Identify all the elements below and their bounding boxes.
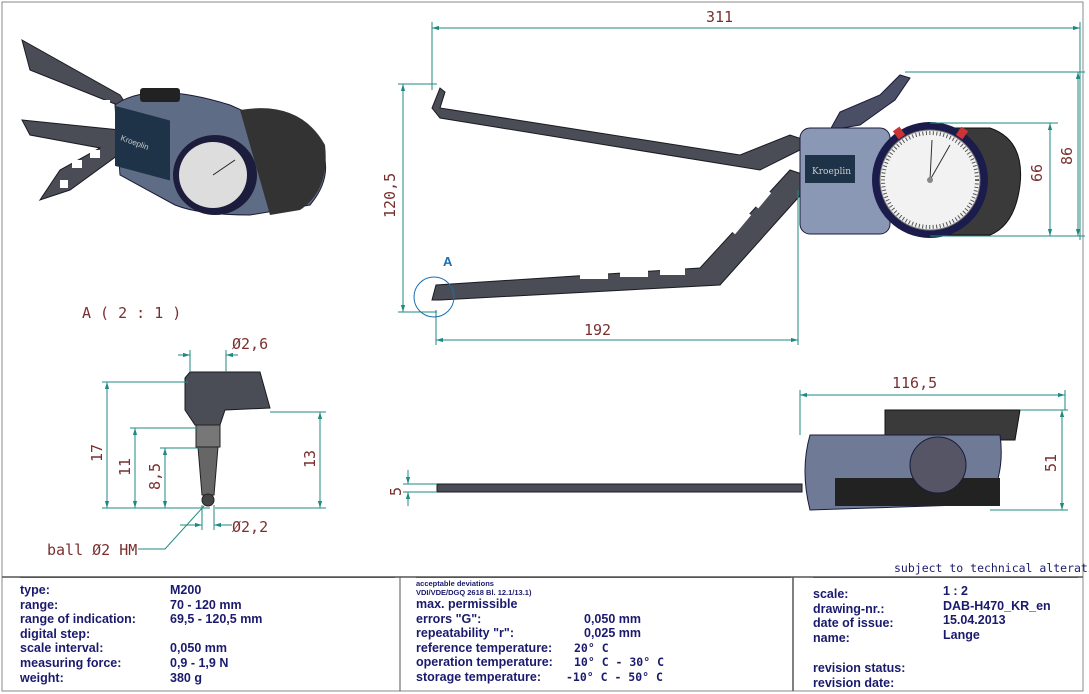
top-view: Kroeplin	[431, 74, 1022, 301]
errors-label: errors "G":	[416, 611, 482, 626]
type-label: type:	[20, 583, 50, 597]
op-temp-value: 10° C - 30° C	[574, 655, 665, 670]
deviations-block: acceptable deviations VDI/VDE/DGQ 2618 B…	[416, 577, 791, 691]
indication-value: 69,5 - 120,5 mm	[170, 612, 263, 627]
side-view	[436, 409, 1021, 511]
scale-interval-value: 0,050 mm	[170, 641, 227, 656]
op-temp-label: operation temperature:	[416, 655, 553, 670]
brand-label-top: Kroeplin	[812, 167, 851, 177]
dim-8-5: 8,5	[146, 463, 164, 490]
drawing-nr-label: drawing-nr.:	[813, 601, 885, 616]
dim-86: 86	[1058, 147, 1076, 165]
dimensions: 311 120,5 192 66 86 116,5 51 5 A A ( 2 :…	[47, 8, 1085, 559]
revision-status-label: revision status:	[813, 661, 906, 676]
ref-temp-value: 20° C	[574, 640, 609, 655]
deviations-header: acceptable deviations	[416, 579, 494, 588]
notice-text: subject to technical alterations	[894, 561, 1089, 575]
dim-192: 192	[584, 321, 611, 339]
storage-temp-value: -10° C - 50° C	[566, 669, 663, 684]
repeatability-value: 0,025 mm	[584, 626, 641, 641]
date-value: 15.04.2013	[943, 613, 1006, 628]
dim-66: 66	[1028, 164, 1046, 182]
dim-d2-6: Ø2,6	[232, 335, 268, 353]
dim-d2-2: Ø2,2	[232, 518, 268, 536]
dim-5: 5	[387, 487, 405, 496]
storage-temp-label: storage temperature:	[416, 669, 542, 684]
dim-51: 51	[1042, 454, 1060, 472]
max-permissible-label: max. permissible	[416, 597, 518, 611]
dim-13: 13	[301, 450, 319, 468]
detail-a-view	[184, 371, 271, 507]
indication-label: range of indication:	[20, 612, 136, 627]
digital-step-label: digital step:	[20, 626, 91, 641]
scale-value: 1 : 2	[943, 584, 969, 598]
deviations-standard: VDI/VDE/DGQ 2618 Bl. 12.1/13.1)	[416, 588, 532, 597]
ref-temp-label: reference temperature:	[416, 640, 553, 655]
range-value: 70 - 120 mm	[170, 597, 242, 612]
isometric-view: Kroeplin	[21, 38, 327, 216]
scale-interval-label: scale interval:	[20, 641, 104, 656]
dim-311: 311	[706, 8, 733, 26]
repeatability-label: repeatability "r":	[416, 626, 514, 641]
detail-marker-a: A	[443, 254, 453, 269]
scale-label: scale:	[813, 587, 849, 601]
errors-value: 0,050 mm	[584, 611, 641, 626]
title-block: scale: 1 : 2 drawing-nr.: DAB-H470_KR_en d…	[813, 577, 1078, 691]
range-label: range:	[20, 597, 59, 612]
date-label: date of issue:	[813, 616, 894, 631]
force-value: 0,9 - 1,9 N	[170, 655, 229, 670]
specs-block: type: M200 range: 70 - 120 mm range of ind…	[20, 577, 395, 691]
weight-label: weight:	[20, 670, 64, 685]
name-label: name:	[813, 630, 850, 645]
weight-value: 380 g	[170, 670, 202, 685]
dim-116-5: 116,5	[892, 374, 937, 392]
dim-17: 17	[88, 444, 106, 462]
dim-11: 11	[116, 458, 134, 476]
revision-date-label: revision date:	[813, 675, 895, 690]
force-label: measuring force:	[20, 655, 122, 670]
detail-label: A ( 2 : 1 )	[82, 304, 181, 322]
type-value: M200	[170, 583, 202, 597]
ball-label: ball Ø2 HM	[47, 541, 137, 559]
drawing-nr-value: DAB-H470_KR_en	[943, 598, 1051, 613]
name-value: Lange	[943, 627, 980, 642]
dim-120-5: 120,5	[381, 173, 399, 218]
